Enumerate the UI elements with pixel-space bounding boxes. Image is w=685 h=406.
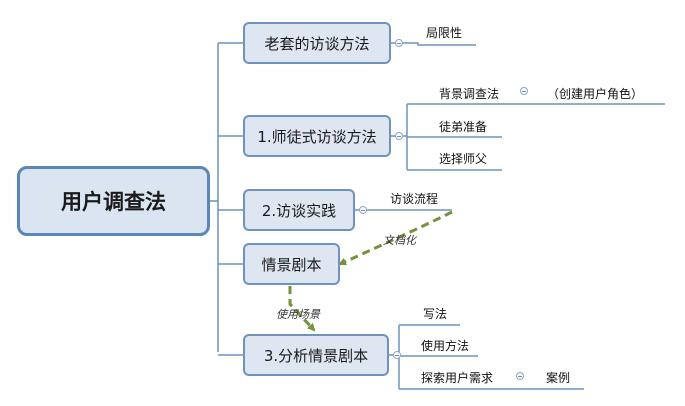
collapse-toggle-icon[interactable] — [359, 206, 367, 214]
leaf-apprentice-prep[interactable]: 徒弟准备 — [439, 120, 488, 134]
collapse-toggle-icon[interactable] — [516, 372, 524, 380]
leaf-create-persona[interactable]: （创建用户角色） — [547, 87, 644, 101]
branch-old-interview-method[interactable]: 老套的访谈方法 — [243, 22, 391, 64]
leaf-case[interactable]: 案例 — [546, 371, 571, 385]
connector-limitation — [391, 42, 476, 46]
relation-use-scenario-arrow — [288, 286, 316, 332]
leaf-writing-method[interactable]: 写法 — [423, 307, 448, 321]
root-topic[interactable]: 用户调查法 — [17, 166, 210, 236]
leaf-interview-flow[interactable]: 访谈流程 — [390, 192, 439, 206]
collapse-toggle-icon[interactable] — [520, 87, 528, 95]
collapse-toggle-icon[interactable] — [393, 351, 401, 359]
collapse-toggle-icon[interactable] — [395, 39, 403, 47]
connector-root-trunk — [210, 43, 219, 352]
leaf-usage-method[interactable]: 使用方法 — [421, 339, 470, 353]
branch-apprentice-interview-method[interactable]: 1.师徒式访谈方法 — [243, 115, 391, 157]
branch-interview-practice[interactable]: 2.访谈实践 — [243, 189, 355, 231]
relation-use-scenario-label[interactable]: 使用场景 — [276, 308, 320, 321]
leaf-explore-user-needs[interactable]: 探索用户需求 — [421, 371, 494, 385]
relation-documentation-arrow — [338, 210, 453, 266]
leaf-background-research[interactable]: 背景调查法 — [439, 87, 500, 101]
branch-analyze-scenario-script[interactable]: 3.分析情景剧本 — [243, 334, 389, 376]
relation-documentation-label[interactable]: 文档化 — [383, 234, 416, 247]
branch-scenario-script[interactable]: 情景剧本 — [243, 243, 340, 285]
leaf-limitation[interactable]: 局限性 — [426, 26, 463, 40]
collapse-toggle-icon[interactable] — [395, 132, 403, 140]
leaf-choose-master[interactable]: 选择师父 — [439, 152, 488, 166]
